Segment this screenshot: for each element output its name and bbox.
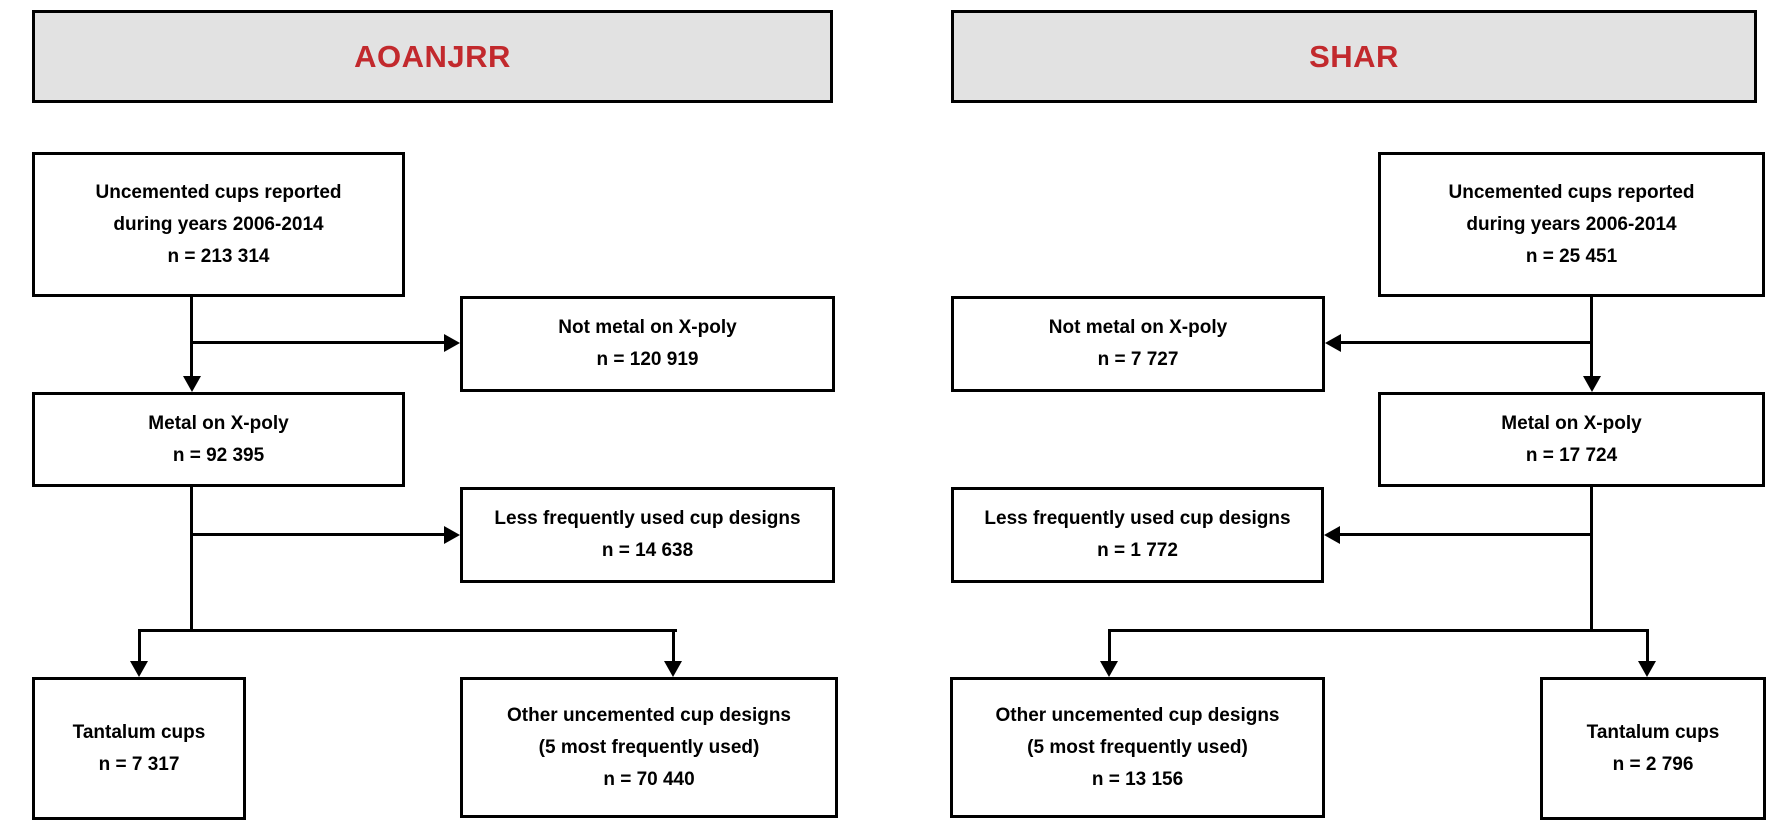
box-line: Less frequently used cup designs	[494, 508, 801, 529]
box-line: (5 most frequently used)	[538, 736, 760, 758]
arrowhead-down-icon	[130, 661, 148, 677]
box-line: n = 213 314	[167, 245, 270, 267]
connector-aoanjrr-fork	[138, 629, 677, 632]
box-aoanjrr-metal: Metal on X-poly n = 92 395	[32, 392, 405, 487]
box-line: n = 2 796	[1612, 753, 1694, 775]
box-line: Not metal on X-poly	[1048, 317, 1228, 338]
box-line: Not metal on X-poly	[558, 317, 737, 338]
box-line: Less frequently used cup designs	[984, 508, 1291, 529]
box-aoanjrr-less-frequent: Less frequently used cup designs n = 14 …	[460, 487, 835, 583]
box-line: n = 1 772	[1097, 540, 1178, 561]
connector-shar-fork-left	[1108, 629, 1111, 663]
arrowhead-right-icon	[444, 526, 460, 544]
box-line: n = 120 919	[596, 349, 699, 370]
header-shar: SHAR	[951, 10, 1757, 103]
box-line: during years 2006-2014	[1466, 213, 1677, 235]
box-line: n = 7 317	[98, 753, 180, 775]
connector-shar-branch-lessfreq	[1340, 533, 1592, 536]
box-shar-tantalum: Tantalum cups n = 2 796	[1540, 677, 1766, 820]
connector-aoanjrr-fork-left	[138, 629, 141, 663]
connector-shar-fork-right	[1646, 629, 1649, 663]
box-line: Other uncemented cup designs	[995, 704, 1280, 726]
box-line: Uncemented cups reported	[1448, 181, 1695, 203]
box-shar-other: Other uncemented cup designs (5 most fre…	[950, 677, 1325, 818]
box-line: Tantalum cups	[72, 721, 206, 743]
connector-shar-stem1	[1590, 296, 1593, 376]
box-line: Metal on X-poly	[148, 412, 289, 434]
box-line: Other uncemented cup designs	[507, 704, 791, 726]
box-line: n = 92 395	[172, 444, 265, 466]
connector-shar-fork	[1108, 629, 1649, 632]
box-line: n = 7 727	[1097, 349, 1179, 370]
header-aoanjrr: AOANJRR	[32, 10, 833, 103]
box-line: n = 13 156	[1091, 768, 1184, 790]
box-line: Uncemented cups reported	[95, 181, 342, 203]
header-aoanjrr-title: AOANJRR	[354, 38, 511, 74]
box-line: n = 70 440	[603, 768, 695, 790]
connector-aoanjrr-branch-notmetal	[192, 341, 444, 344]
box-line: n = 17 724	[1525, 444, 1618, 466]
box-line: n = 14 638	[601, 540, 694, 561]
box-line: Metal on X-poly	[1501, 412, 1642, 434]
arrowhead-down-icon	[1638, 661, 1656, 677]
box-shar-less-frequent: Less frequently used cup designs n = 1 7…	[951, 487, 1324, 583]
box-line: Tantalum cups	[1586, 721, 1720, 743]
arrowhead-down-icon	[664, 661, 682, 677]
box-aoanjrr-uncemented-cups: Uncemented cups reported during years 20…	[32, 152, 405, 297]
arrowhead-down-icon	[183, 376, 201, 392]
arrowhead-down-icon	[1100, 661, 1118, 677]
header-shar-title: SHAR	[1309, 38, 1399, 74]
connector-aoanjrr-branch-lessfreq	[192, 533, 444, 536]
connector-aoanjrr-stem1	[190, 296, 193, 376]
box-aoanjrr-not-metal: Not metal on X-poly n = 120 919	[460, 296, 835, 392]
box-aoanjrr-tantalum: Tantalum cups n = 7 317	[32, 677, 246, 820]
connector-aoanjrr-stem2	[190, 485, 193, 632]
arrowhead-left-icon	[1325, 334, 1341, 352]
box-line: during years 2006-2014	[113, 213, 324, 235]
box-shar-uncemented-cups: Uncemented cups reported during years 20…	[1378, 152, 1765, 297]
connector-shar-branch-notmetal	[1341, 341, 1592, 344]
arrowhead-down-icon	[1583, 376, 1601, 392]
arrowhead-left-icon	[1324, 526, 1340, 544]
box-shar-metal: Metal on X-poly n = 17 724	[1378, 392, 1765, 487]
connector-shar-stem2	[1590, 485, 1593, 632]
arrowhead-right-icon	[444, 334, 460, 352]
box-aoanjrr-other: Other uncemented cup designs (5 most fre…	[460, 677, 838, 818]
box-line: (5 most frequently used)	[1027, 736, 1248, 758]
box-shar-not-metal: Not metal on X-poly n = 7 727	[951, 296, 1325, 392]
box-line: n = 25 451	[1525, 245, 1618, 267]
connector-aoanjrr-fork-right	[672, 629, 675, 663]
